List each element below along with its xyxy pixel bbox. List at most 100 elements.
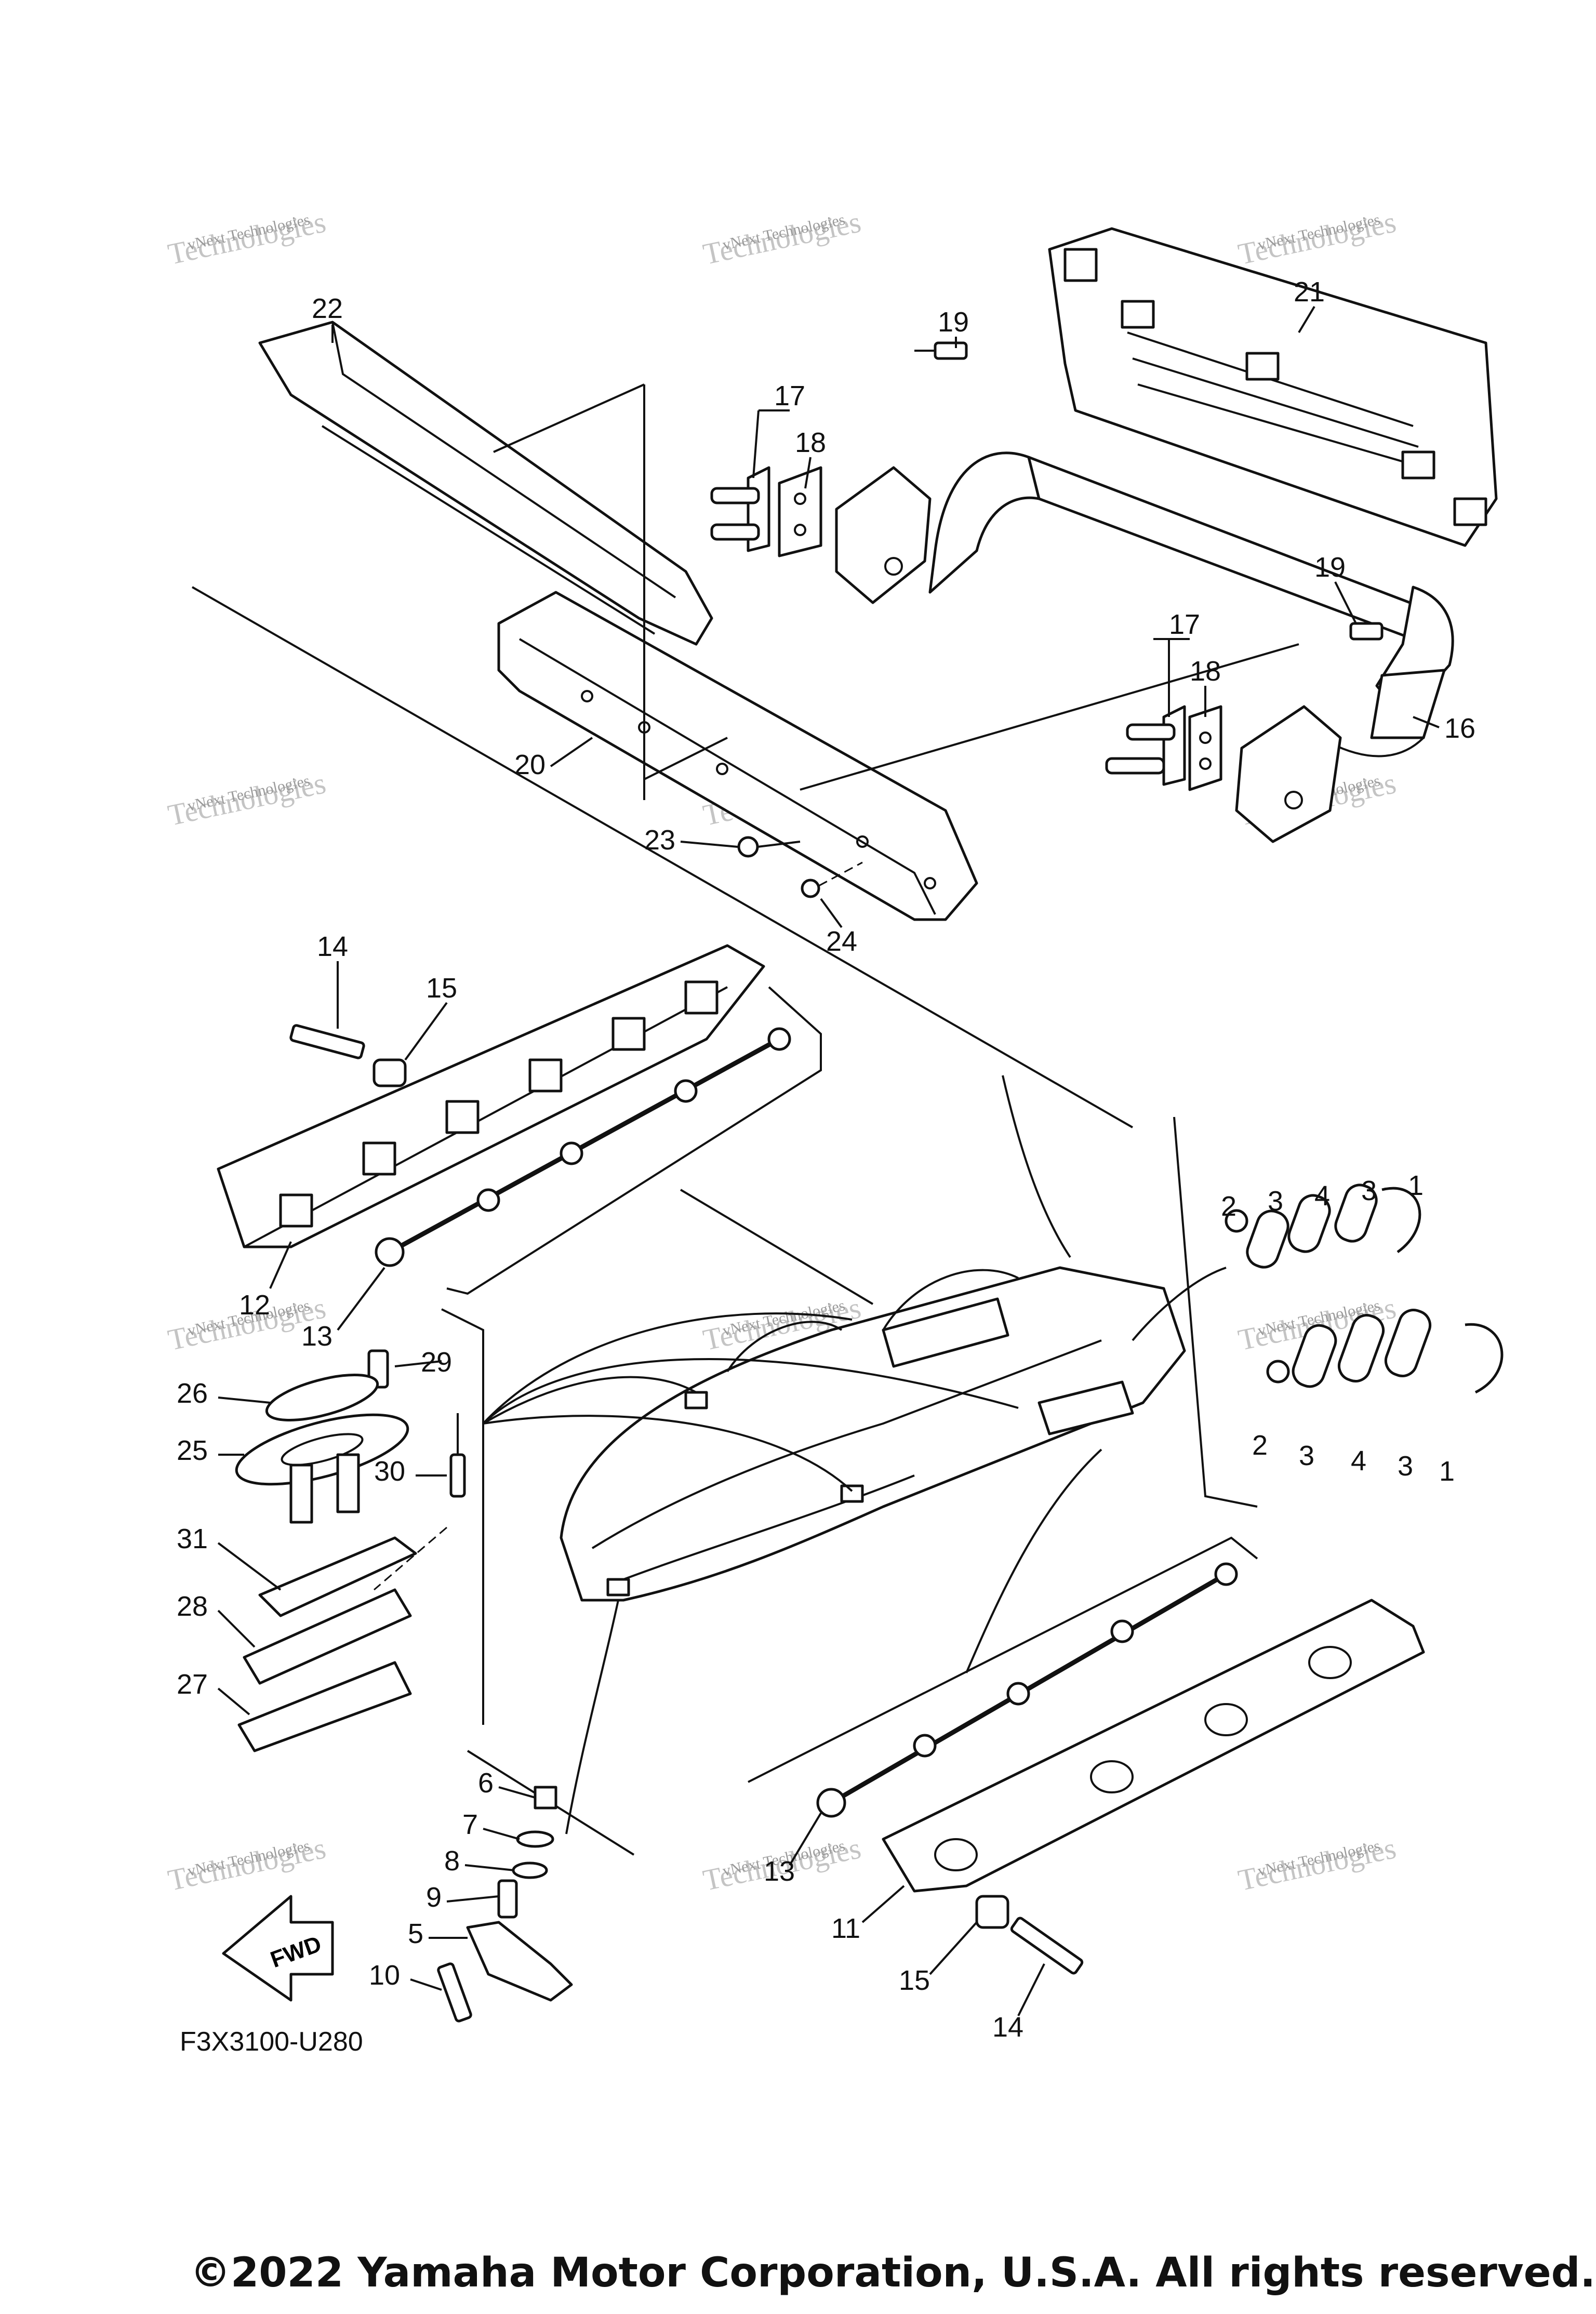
callout-26: 26: [177, 1378, 208, 1409]
fastener-set-lower: [1266, 1309, 1504, 1394]
callout-5: 5: [408, 1918, 423, 1949]
callout-21: 21: [1294, 276, 1325, 308]
part-17-bracket-lower: [1105, 705, 1186, 786]
callout-13: 13: [764, 1856, 795, 1887]
watermark: Technologies vNext Technologies: [1235, 1831, 1399, 1897]
part-23-screw: [737, 836, 801, 858]
callout-8: 8: [444, 1845, 460, 1877]
watermark: Technologies vNext Technologies: [700, 205, 864, 271]
callout-3: 3: [1268, 1186, 1283, 1217]
watermark: Technologies vNext Technologies: [1235, 205, 1399, 271]
watermark: Technologies vNext Technologies: [165, 766, 329, 832]
part-30-rivet: [449, 1413, 466, 1498]
callout-15: 15: [899, 1965, 930, 1996]
fastener-set-upper: [1225, 1183, 1421, 1269]
part-15-spacer-lower: [975, 1895, 1009, 1929]
callout-22: 22: [312, 293, 343, 324]
part-14-bolt-lower: [1010, 1917, 1084, 1975]
callout-3: 3: [1361, 1175, 1377, 1206]
guide-line: [644, 737, 728, 780]
callout-2: 2: [1221, 1191, 1236, 1222]
callout-4: 4: [1351, 1445, 1366, 1477]
leader-line: [965, 1448, 1102, 1673]
leader-line: [482, 1376, 697, 1425]
part-6-nut: [534, 1786, 557, 1810]
leader-line: [1132, 1267, 1227, 1341]
part-21-grab-plate: [1048, 227, 1498, 547]
leader-line: [1002, 1075, 1071, 1258]
callout-leaders: [217, 305, 1440, 2016]
callout-11: 11: [831, 1913, 860, 1944]
section-divider-upper: [192, 586, 1133, 1128]
part-25-cleat: [235, 1413, 409, 1524]
detail-frame-right: [1173, 1116, 1258, 1508]
diagram-code: F3X3100-U280: [180, 2027, 363, 2057]
handle-mount-lower: [1235, 705, 1342, 843]
callout-23: 23: [644, 824, 675, 856]
part-17-bracket-upper: [710, 466, 770, 552]
part-16-handle-tube: [800, 451, 1454, 791]
part-24-screw: [801, 861, 863, 898]
part-28-plate: [243, 1588, 412, 1685]
callout-9: 9: [426, 1882, 442, 1913]
handle-mount-upper: [835, 466, 932, 604]
part-10-bolt: [437, 1962, 472, 2023]
part-19-bolt-lower: [1349, 622, 1384, 641]
part-31-plate: [258, 1536, 417, 1617]
guide-line: [374, 1526, 447, 1591]
leader-line: [482, 1312, 853, 1425]
part-14-bolt-upper: [289, 1024, 365, 1059]
callout-18: 18: [795, 427, 826, 458]
callout-20: 20: [514, 749, 546, 780]
part-27-plate: [237, 1661, 412, 1752]
callout-14: 14: [317, 931, 348, 962]
part-12-sponson: [217, 944, 765, 1248]
part-11-sponson: [882, 1599, 1425, 1893]
watermark: Technologies vNext Technologies: [165, 1831, 329, 1897]
callout-30: 30: [374, 1456, 405, 1487]
detail-frame-left: [441, 1308, 484, 1725]
callout-4: 4: [1314, 1180, 1330, 1212]
leader-line: [482, 1358, 1019, 1425]
callout-3: 3: [1299, 1440, 1314, 1471]
callout-19: 19: [1314, 552, 1346, 583]
part-13-rail-lower: [816, 1562, 1238, 1818]
detail-frame-upper-left: [446, 986, 822, 1295]
callout-6: 6: [478, 1767, 494, 1799]
callout-25: 25: [177, 1435, 208, 1466]
fwd-arrow-icon: FWD: [222, 1895, 334, 2002]
callout-17: 17: [774, 380, 805, 411]
callout-10: 10: [369, 1960, 400, 1991]
callout-15: 15: [426, 973, 457, 1004]
guide-line: [493, 383, 645, 453]
watermark: Technologies vNext Technologies: [165, 205, 329, 271]
leader-line: [483, 1415, 853, 1492]
part-8-washer: [512, 1861, 548, 1879]
part-20-grip: [497, 591, 978, 921]
callout-3: 3: [1398, 1451, 1413, 1482]
detail-frame-lower-right: [748, 1536, 1258, 1783]
part-18-plate-upper: [778, 466, 822, 557]
part-13-rail-upper: [375, 1027, 791, 1267]
leader-line: [565, 1600, 619, 1834]
callout-1: 1: [1408, 1170, 1424, 1201]
callout-16: 16: [1444, 713, 1475, 744]
part-26-cap: [265, 1374, 379, 1421]
leader-line: [680, 1189, 874, 1305]
callout-24: 24: [826, 926, 857, 957]
part-18-plate-lower: [1188, 705, 1222, 791]
callout-labels: 22 19 17 18 21 19 17 18 16 20 23 24 14 1…: [177, 276, 1475, 2043]
callout-12: 12: [239, 1289, 270, 1321]
callout-28: 28: [177, 1591, 208, 1622]
callout-14: 14: [992, 2012, 1023, 2043]
callout-13: 13: [301, 1321, 332, 1352]
callout-17: 17: [1169, 609, 1200, 640]
part-19-bolt-upper: [914, 341, 968, 360]
callout-1: 1: [1439, 1456, 1455, 1487]
callout-7: 7: [462, 1809, 478, 1840]
watercraft-hull: [560, 1266, 1186, 1602]
part-7-washer: [516, 1830, 554, 1848]
callout-19: 19: [938, 307, 969, 338]
part-22-cover: [258, 321, 713, 646]
